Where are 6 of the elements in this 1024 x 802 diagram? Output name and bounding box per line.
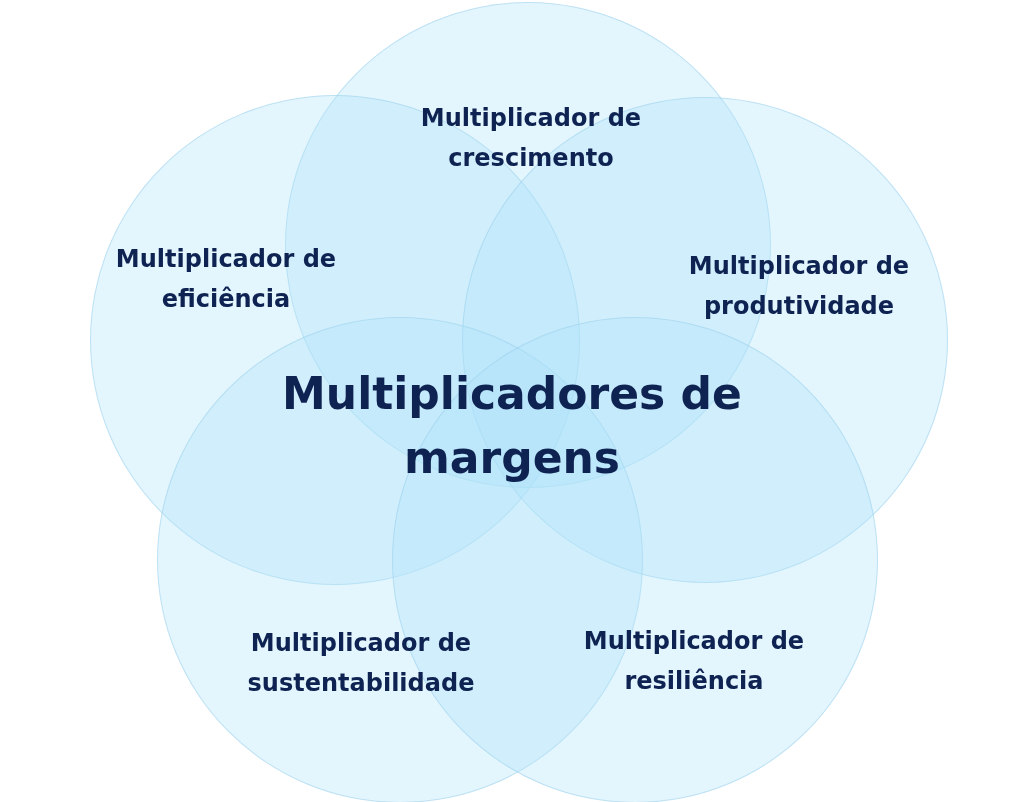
circle-label: Multiplicador de eficiência (114, 244, 338, 315)
circle-label: Multiplicador de crescimento (419, 103, 643, 174)
circle-label: Multiplicador de produtividade (687, 251, 911, 322)
circle-label: Multiplicador de sustentabilidade (246, 628, 476, 699)
circle-label: Multiplicador de resiliência (582, 626, 806, 697)
center-heading: Multiplicadores de margens (281, 367, 743, 485)
